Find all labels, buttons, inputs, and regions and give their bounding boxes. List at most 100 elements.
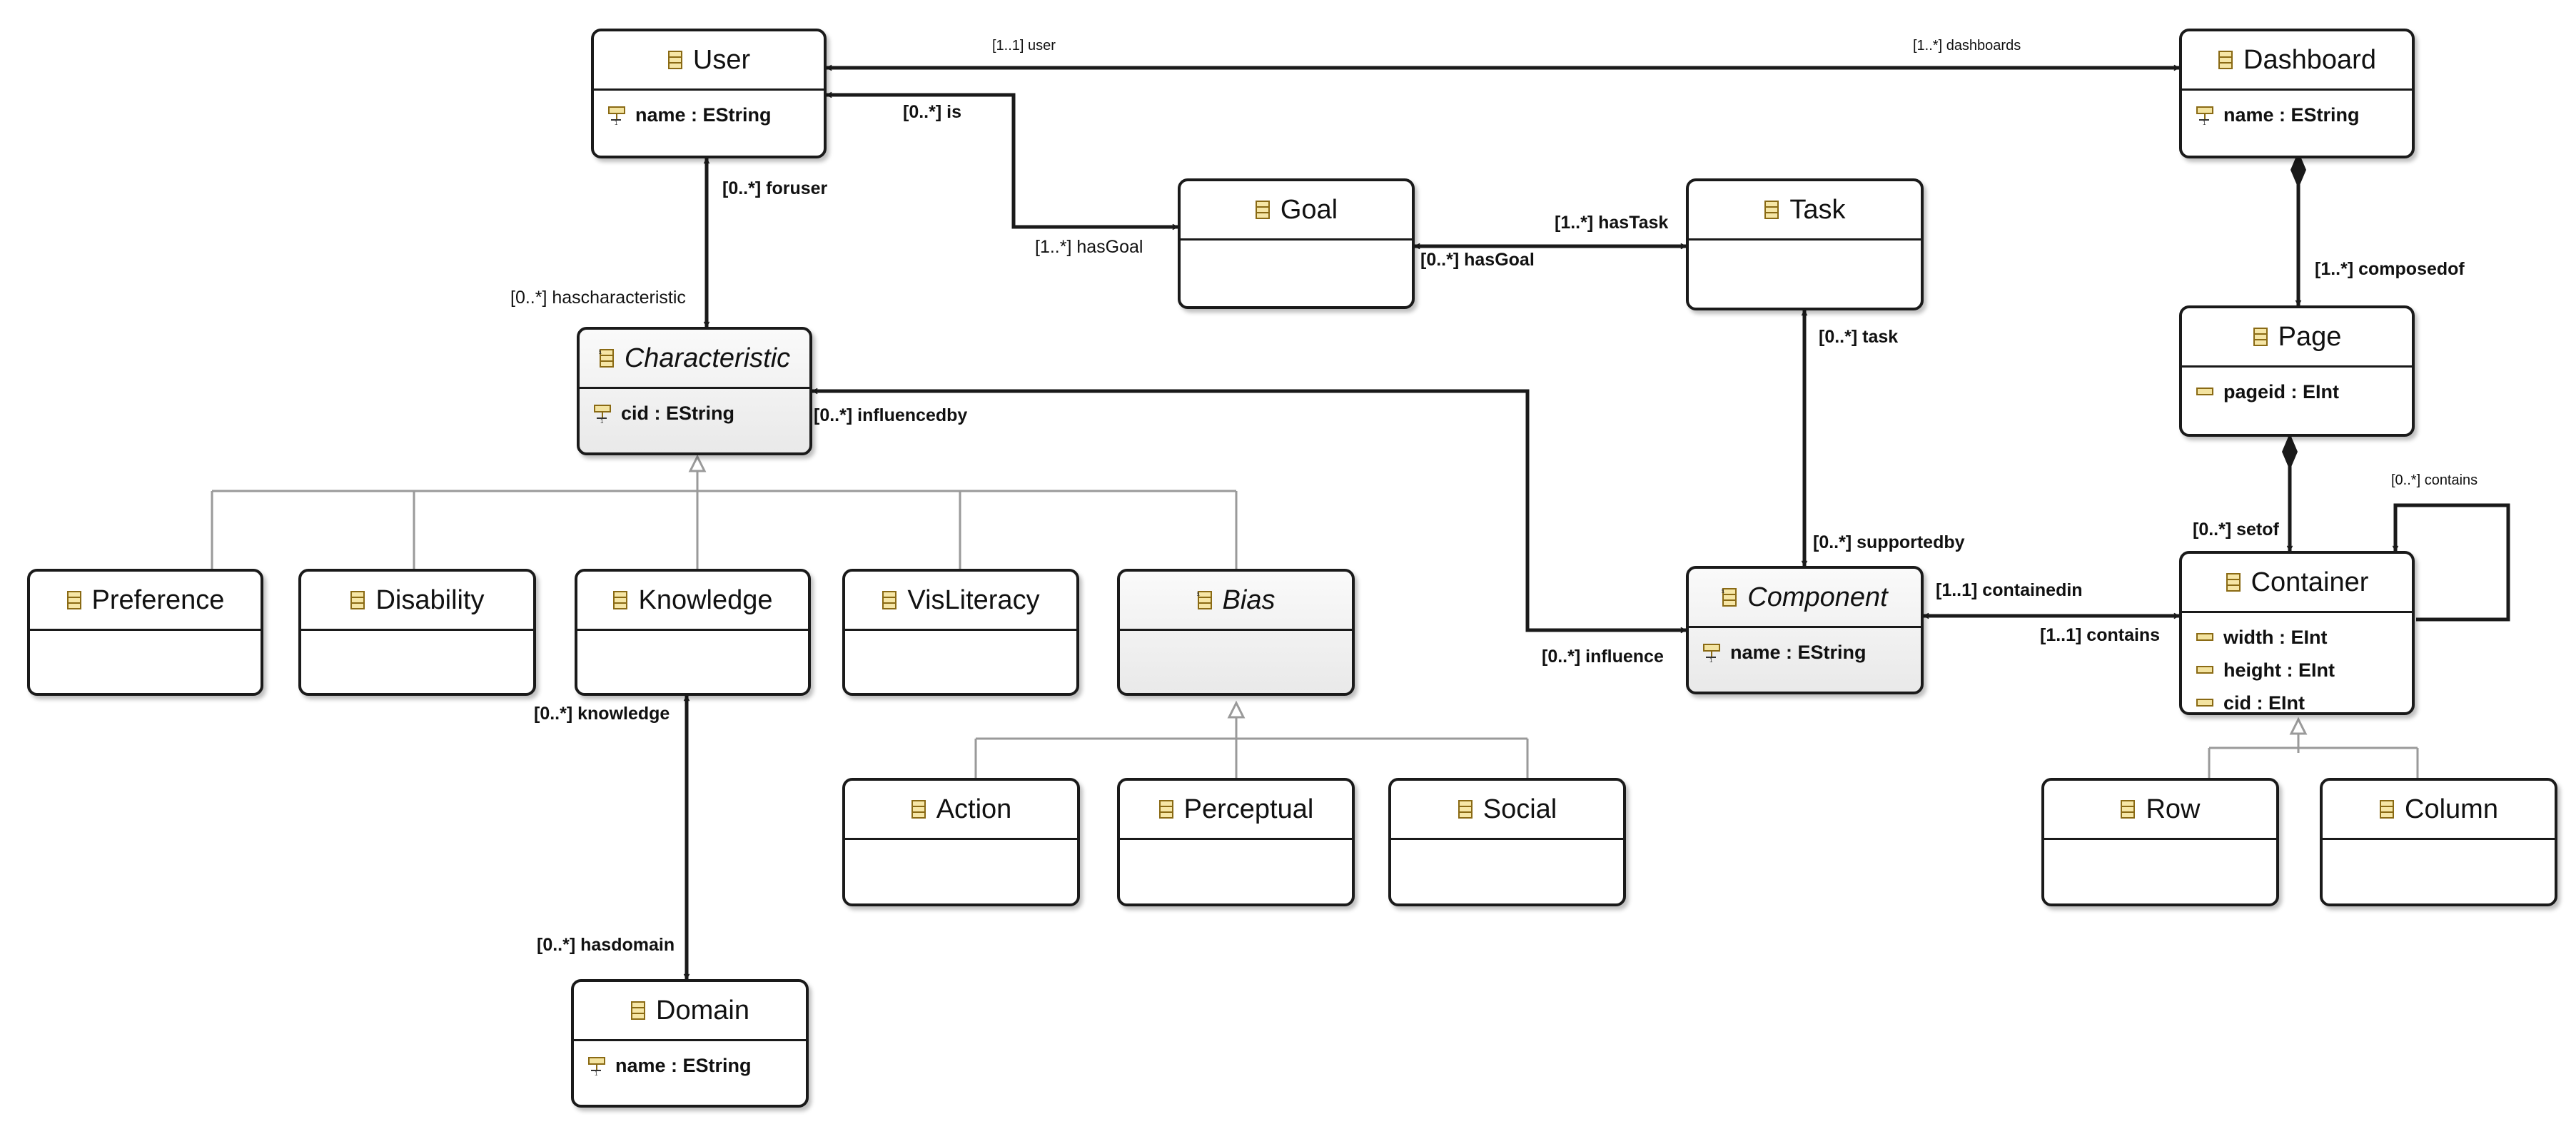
class-header: a Characteristic [580, 330, 809, 389]
eclass-icon [350, 589, 365, 611]
edge-container-self [2395, 503, 2510, 622]
class-name: Action [936, 794, 1012, 824]
class-header: Goal [1181, 181, 1412, 241]
class-header: Knowledge [577, 572, 808, 631]
class-goal[interactable]: Goal [1178, 178, 1415, 309]
attribute-row[interactable]: 1 name : EString [2195, 98, 2406, 131]
attribute-row[interactable]: height : EInt [2195, 654, 2406, 687]
eattribute-icon [2195, 692, 2215, 714]
label-hascharacteristic-end: [0..*] hascharacteristic [510, 288, 686, 308]
class-header: User [594, 31, 824, 91]
class-header: Action [845, 781, 1077, 840]
class-component[interactable]: a Component 1 name : EString [1686, 566, 1924, 694]
class-disability[interactable]: Disability [298, 569, 536, 696]
class-social[interactable]: Social [1388, 778, 1626, 906]
attribute-row[interactable]: pageid : EInt [2195, 375, 2406, 408]
class-name: Row [2146, 794, 2201, 824]
class-name: Social [1483, 794, 1557, 824]
attribute-row[interactable]: 1 name : EString [1702, 636, 1915, 669]
svg-text:1: 1 [615, 120, 618, 126]
class-name: Bias [1222, 584, 1276, 615]
class-name: Preference [91, 584, 225, 615]
class-name: Dashboard [2243, 44, 2376, 75]
abstract-eclass-icon: a [1197, 589, 1213, 611]
eclass-icon [2226, 572, 2241, 593]
abstract-eclass-icon: a [599, 348, 615, 369]
eattribute-icon: 1 [2195, 104, 2215, 126]
attribute-row[interactable]: width : EInt [2195, 621, 2406, 654]
class-name: VisLiteracy [907, 584, 1040, 615]
class-bias[interactable]: a Bias [1117, 569, 1355, 696]
class-header: Social [1391, 781, 1623, 840]
attribute-text: name : EString [1730, 641, 1867, 663]
eclass-icon [911, 799, 926, 820]
class-header: Page [2182, 308, 2412, 368]
label-dashboards-end: [1..*] dashboards [1913, 38, 2021, 54]
eclass-icon [1458, 799, 1473, 820]
attribute-text: cid : EInt [2223, 692, 2305, 714]
eclass-icon [1255, 199, 1271, 221]
composition-diamond-dashboard [2290, 151, 2306, 188]
attribute-row[interactable]: cid : EInt [2195, 687, 2406, 719]
label-hasdomain-end: [0..*] hasdomain [537, 935, 675, 955]
attribute-text: pageid : EInt [2223, 380, 2339, 403]
class-visliteracy[interactable]: VisLiteracy [842, 569, 1079, 696]
class-header: Domain [574, 982, 806, 1041]
class-action[interactable]: Action [842, 778, 1080, 906]
eclass-icon [66, 589, 82, 611]
class-row[interactable]: Row [2041, 778, 2279, 906]
class-name: Disability [375, 584, 485, 615]
class-preference[interactable]: Preference [27, 569, 263, 696]
svg-text:1: 1 [600, 418, 604, 424]
class-header: Dashboard [2182, 31, 2412, 91]
class-name: Component [1747, 582, 1888, 612]
class-header: a Bias [1120, 572, 1352, 631]
class-name: Perceptual [1183, 794, 1314, 824]
label-hasgoal-user: [1..*] hasGoal [1035, 237, 1143, 257]
class-header: VisLiteracy [845, 572, 1076, 631]
class-name: User [692, 44, 751, 75]
class-name: Column [2405, 794, 2498, 824]
abstract-eclass-icon: a [1722, 587, 1737, 608]
generalization-container [2208, 717, 2419, 778]
label-contains-self: [0..*] contains [2391, 472, 2478, 488]
class-knowledge[interactable]: Knowledge [575, 569, 811, 696]
label-setof-end: [0..*] setof [2193, 520, 2279, 540]
eclass-icon [667, 49, 683, 71]
label-hastask-end: [1..*] hasTask [1555, 213, 1669, 233]
class-header: Task [1689, 181, 1921, 241]
class-perceptual[interactable]: Perceptual [1117, 778, 1355, 906]
class-task[interactable]: Task [1686, 178, 1924, 310]
label-user-end: [1..1] user [992, 38, 1056, 54]
class-header: Row [2044, 781, 2276, 840]
attribute-text: name : EString [2223, 103, 2360, 126]
label-influencedby-end: [0..*] influencedby [814, 405, 968, 425]
eclass-icon [2120, 799, 2136, 820]
attribute-list: 1 name : EString [1702, 636, 1915, 669]
label-task-end: [0..*] task [1819, 327, 1899, 347]
class-name: Domain [656, 995, 749, 1026]
class-dashboard[interactable]: Dashboard 1 name : EString [2179, 29, 2415, 158]
class-name: Knowledge [638, 584, 773, 615]
class-page[interactable]: Page pageid : EInt [2179, 305, 2415, 437]
svg-text:a: a [1197, 590, 1200, 598]
eattribute-icon: 1 [587, 1055, 607, 1077]
svg-text:1: 1 [1709, 657, 1713, 663]
eattribute-icon: 1 [592, 403, 612, 425]
class-column[interactable]: Column [2320, 778, 2557, 906]
eclass-icon [1764, 199, 1779, 221]
eclass-icon [2218, 49, 2233, 71]
eattribute-icon [2195, 627, 2215, 648]
class-header: Preference [30, 572, 261, 631]
